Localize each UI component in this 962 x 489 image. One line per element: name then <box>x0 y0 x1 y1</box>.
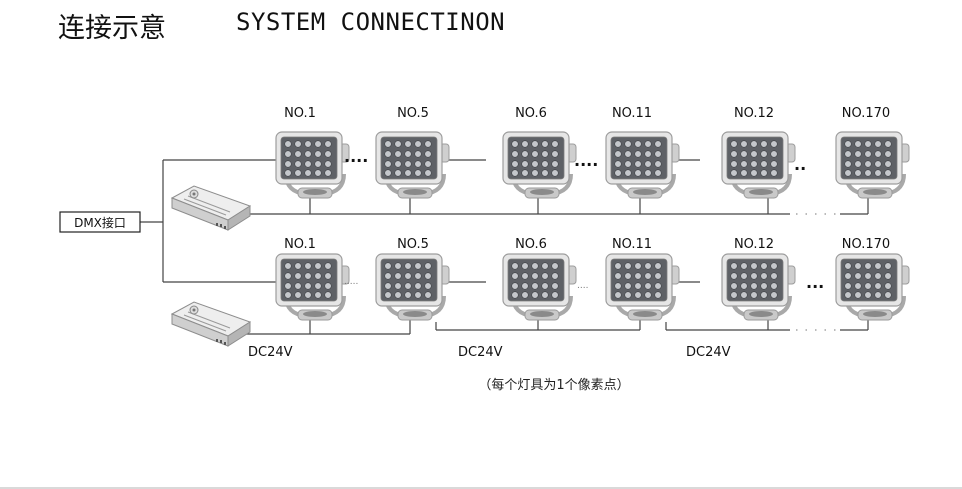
power-supply-1 <box>171 185 251 231</box>
continuation-dots: .... <box>577 281 588 291</box>
fixture-row2-4 <box>604 252 681 322</box>
fixture-label: NO.170 <box>842 106 890 121</box>
fixture-label: NO.5 <box>397 237 429 252</box>
title-english: SYSTEM CONNECTINON <box>236 8 506 36</box>
dmx-label: DMX接口 <box>74 215 126 230</box>
title-chinese: 连接示意 <box>58 13 166 44</box>
fixture-row2-1 <box>274 252 351 322</box>
continuation-dots: .... <box>574 151 598 170</box>
continuation-dots: ... <box>806 273 824 292</box>
power-label: DC24V <box>686 345 731 360</box>
fixture-label: NO.1 <box>284 106 316 121</box>
fixture-label: NO.12 <box>734 106 774 121</box>
dmx-interface: DMX接口 <box>59 211 141 233</box>
fixture-label: NO.6 <box>515 106 547 121</box>
fixture-row1-5 <box>720 130 797 200</box>
footnote: （每个灯具为1个像素点） <box>478 377 629 393</box>
continuation-dots: ..... <box>344 277 358 287</box>
fixture-label: NO.6 <box>515 237 547 252</box>
fixture-row2-5 <box>720 252 797 322</box>
fixture-row1-2 <box>374 130 451 200</box>
fixture-label: NO.5 <box>397 106 429 121</box>
power-label: DC24V <box>458 345 503 360</box>
continuation-dots: .... <box>344 147 368 166</box>
fixture-label: NO.12 <box>734 237 774 252</box>
fixture-row1-3 <box>501 130 578 200</box>
fixture-row2-2 <box>374 252 451 322</box>
power-bus-dotted <box>796 213 836 331</box>
fixture-label: NO.11 <box>612 237 652 252</box>
fixture-label: NO.1 <box>284 237 316 252</box>
fixture-label: NO.11 <box>612 106 652 121</box>
fixture-row1-4 <box>604 130 681 200</box>
fixture-row1-6 <box>834 130 911 200</box>
bottom-divider <box>0 487 962 489</box>
power-supply-2 <box>171 301 251 347</box>
fixture-row1-1 <box>274 130 351 200</box>
fixture-label: NO.170 <box>842 237 890 252</box>
power-label: DC24V <box>248 345 293 360</box>
fixture-row2-3 <box>501 252 578 322</box>
continuation-dots: .. <box>794 155 806 174</box>
fixture-row2-6 <box>834 252 911 322</box>
